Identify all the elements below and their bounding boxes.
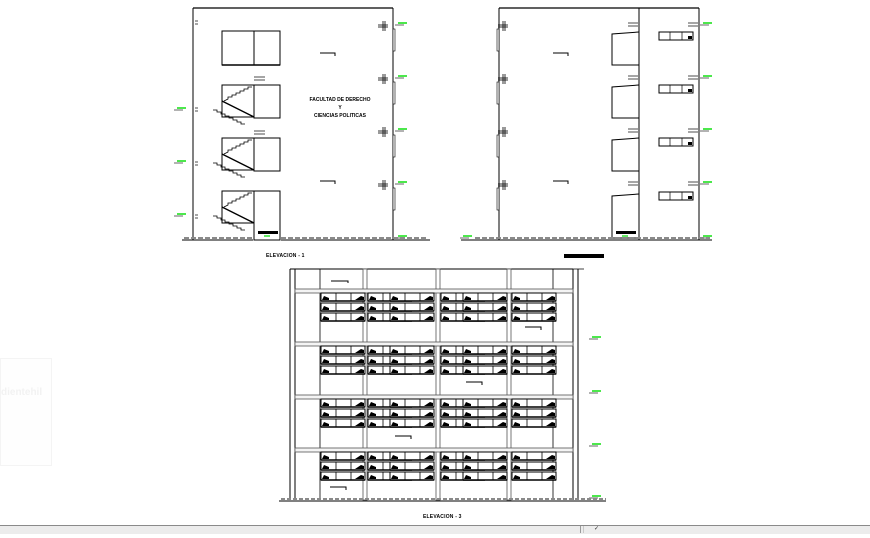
elevation-1 xyxy=(173,7,430,241)
facade-text-line3: CIENCIAS POLITICAS xyxy=(314,113,366,119)
status-field xyxy=(0,526,581,533)
watermark-text: dientehil xyxy=(1,387,43,398)
elevation-3 xyxy=(279,268,606,502)
facade-text-line1: FACULTAD DE DERECHO xyxy=(309,97,371,103)
elevation-1-title: ELEVACION - 1 xyxy=(266,253,305,259)
elevation-3-title: ELEVACION - 3 xyxy=(423,514,462,520)
facade-signage: FACULTAD DE DERECHO Y CIENCIAS POLITICAS xyxy=(300,96,380,120)
facade-text-line2: Y xyxy=(338,105,342,111)
check-icon: ✓ xyxy=(594,526,600,532)
elevation-2 xyxy=(450,7,713,270)
status-resize-grip[interactable] xyxy=(583,526,590,533)
status-bar: ✓ xyxy=(0,525,870,534)
watermark-panel: dientehil xyxy=(0,358,52,466)
